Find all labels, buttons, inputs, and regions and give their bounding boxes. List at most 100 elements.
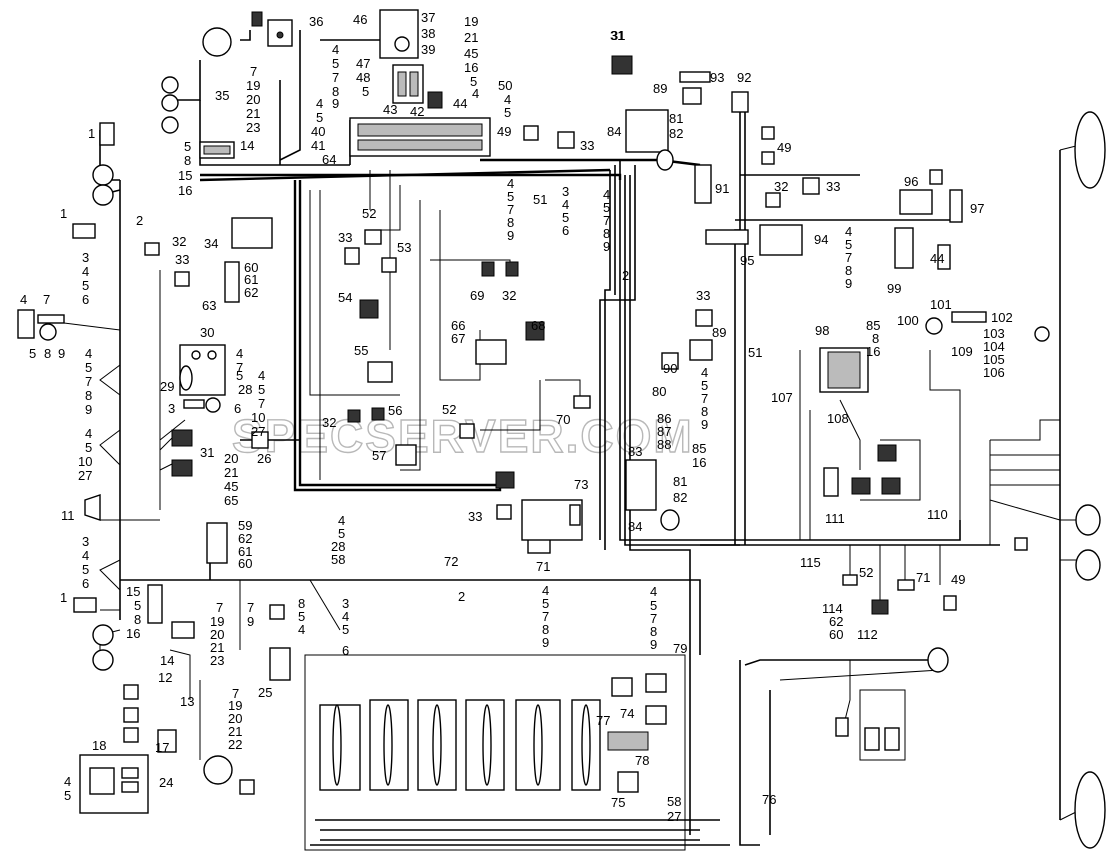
label: 8 xyxy=(872,331,879,346)
label: 19 xyxy=(228,698,242,713)
label: 5 xyxy=(845,237,852,252)
label: 66 xyxy=(451,318,465,333)
label: 34 xyxy=(204,236,218,251)
label: 4 xyxy=(562,197,569,212)
label: 3 xyxy=(562,184,569,199)
label: 104 xyxy=(983,339,1005,354)
label: 10 xyxy=(251,410,265,425)
label: 16 xyxy=(178,183,192,198)
label: 114 xyxy=(822,601,843,616)
label: 58 xyxy=(667,794,681,809)
label: 89 xyxy=(653,81,667,96)
label: 26 xyxy=(257,451,271,466)
label: 15 xyxy=(126,584,140,599)
label: 8 xyxy=(332,84,339,99)
label: 2 xyxy=(136,213,143,228)
label: 11 xyxy=(61,508,75,523)
label: 5 xyxy=(701,378,708,393)
label: 13 xyxy=(180,694,194,709)
label: 4 xyxy=(236,346,243,361)
label: 103 xyxy=(983,326,1005,341)
label: 63 xyxy=(202,298,216,313)
label: 45 xyxy=(464,46,478,61)
label: 5 xyxy=(603,200,610,215)
label: 5 xyxy=(64,788,71,803)
label: 27 xyxy=(251,424,265,439)
label: 4 xyxy=(701,365,708,380)
label: 7 xyxy=(236,360,243,375)
label: 30 xyxy=(200,325,214,340)
label: 7 xyxy=(43,292,50,307)
label: 1 xyxy=(88,126,95,141)
label: 7 xyxy=(247,600,254,615)
label: 4 xyxy=(298,622,305,637)
label: 33 xyxy=(696,288,710,303)
label: 32 xyxy=(502,288,516,303)
label: 15 xyxy=(178,168,192,183)
label: 71 xyxy=(536,559,550,574)
label: 58 xyxy=(331,552,345,567)
label: 6 xyxy=(82,292,89,307)
label: 53 xyxy=(397,240,411,255)
label: 1 xyxy=(60,206,67,221)
label: 47 xyxy=(356,56,370,71)
label: 8 xyxy=(507,215,514,230)
label: 5 xyxy=(85,440,92,455)
label: 9 xyxy=(247,614,254,629)
label: 39 xyxy=(421,42,435,57)
label: 14 xyxy=(160,653,174,668)
label: 65 xyxy=(224,493,238,508)
label: 46 xyxy=(353,12,367,27)
label: 52 xyxy=(859,565,873,580)
label: 9 xyxy=(58,346,65,361)
label: 8 xyxy=(650,624,657,639)
label: 95 xyxy=(740,253,754,268)
label: 4 xyxy=(20,292,27,307)
label: 5 xyxy=(316,110,323,125)
label: 17 xyxy=(155,740,169,755)
label: 33 xyxy=(826,179,840,194)
label: 76 xyxy=(762,792,776,807)
label: 16 xyxy=(866,344,880,359)
label: 36 xyxy=(309,14,323,29)
label: 4 xyxy=(332,42,339,57)
label: 10 xyxy=(78,454,92,469)
label: 5 xyxy=(298,609,305,624)
label: 42 xyxy=(410,104,424,119)
label: 7 xyxy=(507,202,514,217)
label: 68 xyxy=(531,318,545,333)
label: 21 xyxy=(246,106,260,121)
label: 2 xyxy=(458,589,465,604)
label: 21 xyxy=(210,640,224,655)
label: 3 xyxy=(342,596,349,611)
label: 4 xyxy=(258,368,265,383)
label: 5 xyxy=(542,596,549,611)
label: 20 xyxy=(224,451,238,466)
label: 61 xyxy=(238,544,252,559)
label: 112 xyxy=(857,627,878,642)
label: 20 xyxy=(210,627,224,642)
label: 60 xyxy=(238,556,252,571)
label: 99 xyxy=(887,281,901,296)
label: 78 xyxy=(635,753,649,768)
label: 80 xyxy=(652,384,666,399)
label: 9 xyxy=(845,276,852,291)
label: 62 xyxy=(244,285,258,300)
label: 102 xyxy=(991,310,1013,325)
label: 60 xyxy=(244,260,258,275)
label: 25 xyxy=(258,685,272,700)
label: 8 xyxy=(44,346,51,361)
label: 77 xyxy=(596,713,610,728)
label: 84 xyxy=(607,124,621,139)
label: 87 xyxy=(657,424,671,439)
label: 5 xyxy=(29,346,36,361)
label: 31 xyxy=(200,445,214,460)
label: 6 xyxy=(562,223,569,238)
label: 24 xyxy=(159,775,173,790)
label: 4 xyxy=(342,609,349,624)
label: 84 xyxy=(628,519,642,534)
label: 73 xyxy=(574,477,588,492)
label: 41 xyxy=(311,138,325,153)
label: 20 xyxy=(228,711,242,726)
label: 3 xyxy=(168,401,175,416)
